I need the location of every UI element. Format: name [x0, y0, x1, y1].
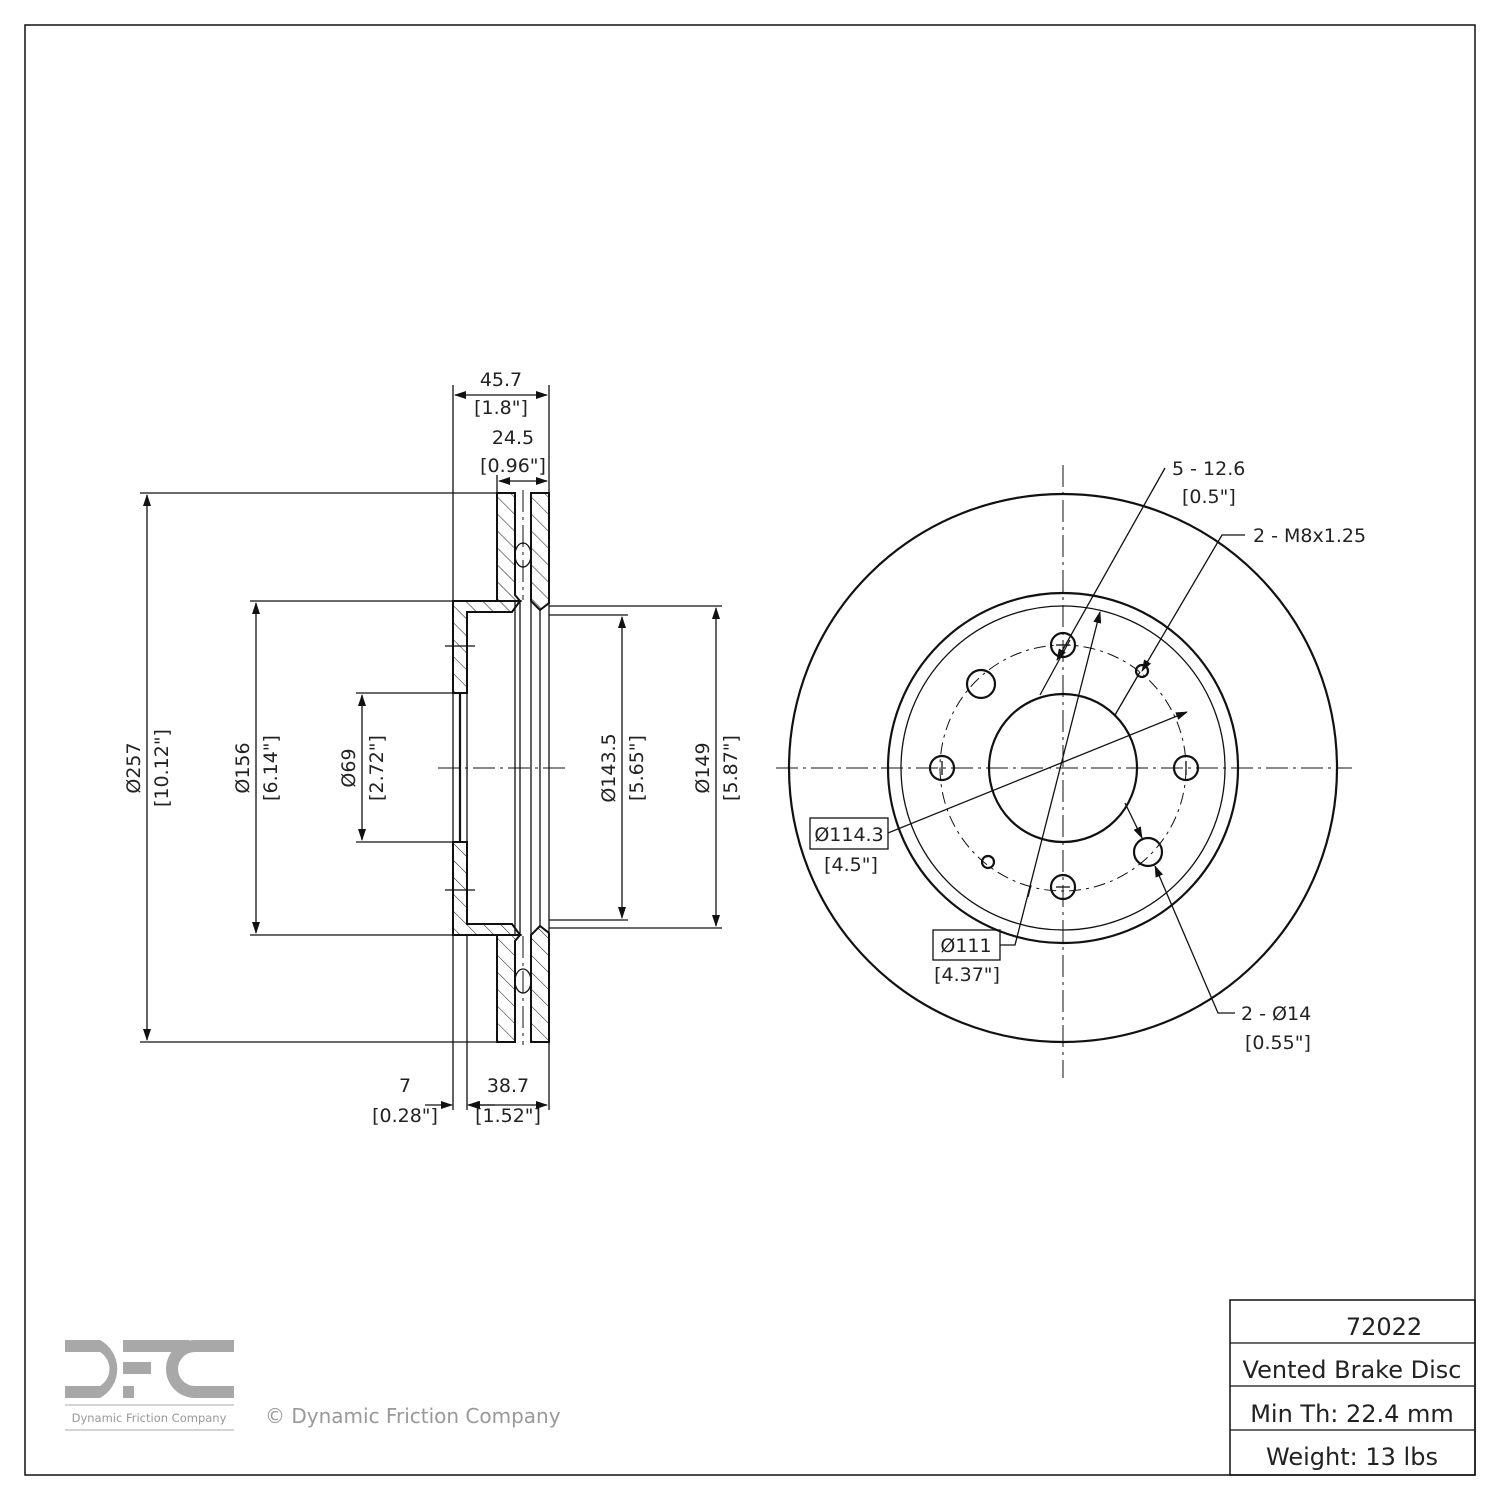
- bolt-circle-label: Ø114.3: [814, 824, 883, 846]
- front-view: 5 - 12.6 [0.5"] 2 - M8x1.25 Ø114.3 [4.5"…: [776, 458, 1366, 1078]
- bolt-circle-label-in: [4.5"]: [824, 854, 878, 876]
- hat-inner-edge: [900, 605, 1226, 931]
- dim-hub-thickness: 7: [399, 1075, 411, 1097]
- pilot-circle-label: Ø111: [940, 935, 991, 957]
- lug-holes-label-in: [0.5"]: [1182, 486, 1236, 508]
- dim-inner-diameter-a: Ø143.5: [598, 733, 620, 802]
- dim-hat-diameter: Ø156: [232, 742, 254, 793]
- pilot-circle-label-in: [4.37"]: [934, 964, 1000, 986]
- dim-inner-diameter-b: Ø149: [692, 742, 714, 793]
- side-section-view: 45.7 [1.8"] 24.5 [0.96"] 7 [0.28"] 38.7 …: [123, 369, 742, 1127]
- lug-holes: [928, 631, 1200, 901]
- dim-hat-height: 38.7: [487, 1075, 529, 1097]
- logo-tagline: Dynamic Friction Company: [72, 1411, 227, 1425]
- lower-hat-section: [452, 841, 522, 936]
- upper-hat-section: [452, 600, 522, 694]
- dim-center-bore: Ø69: [338, 748, 360, 787]
- lower-friction-section: [496, 924, 550, 1043]
- title-block: 72022 Vented Brake Disc Min Th: 22.4 mm …: [1229, 1299, 1476, 1476]
- dim-disc-thickness-in: [0.96"]: [480, 455, 546, 477]
- part-number: 72022: [1346, 1313, 1422, 1341]
- rotor-outer-edge: [787, 492, 1339, 1044]
- lug-holes-label: 5 - 12.6: [1172, 458, 1245, 480]
- dim-disc-thickness: 24.5: [492, 427, 534, 449]
- dim-inner-diameter-a-in: [5.65"]: [626, 735, 648, 801]
- dim-center-bore-in: [2.72"]: [366, 735, 388, 801]
- dim-outer-diameter-in: [10.12"]: [151, 729, 173, 807]
- dim-hat-height-in: [1.52"]: [475, 1105, 541, 1127]
- dim-hub-thickness-in: [0.28"]: [372, 1105, 438, 1127]
- aux-holes-label-in: [0.55"]: [1245, 1032, 1311, 1054]
- dim-outer-diameter: Ø257: [123, 742, 145, 793]
- hat-outer-edge: [886, 591, 1240, 945]
- dim-inner-diameter-b-in: [5.87"]: [720, 735, 742, 801]
- upper-friction-section: [496, 492, 550, 612]
- dim-overall-width-in: [1.8"]: [474, 397, 528, 419]
- weight: Weight: 13 lbs: [1266, 1443, 1438, 1471]
- center-bore: [987, 692, 1139, 844]
- dim-overall-width: 45.7: [480, 369, 522, 391]
- aux-holes-label: 2 - Ø14: [1241, 1003, 1311, 1025]
- drawing-border: [24, 24, 1476, 1476]
- part-description: Vented Brake Disc: [1243, 1356, 1462, 1384]
- min-thickness: Min Th: 22.4 mm: [1250, 1400, 1454, 1428]
- threaded-holes-label: 2 - M8x1.25: [1253, 525, 1366, 547]
- dfc-logo: Dynamic Friction Company: [65, 1340, 234, 1431]
- copyright: © Dynamic Friction Company: [265, 1404, 561, 1428]
- dim-hat-diameter-in: [6.14"]: [260, 735, 282, 801]
